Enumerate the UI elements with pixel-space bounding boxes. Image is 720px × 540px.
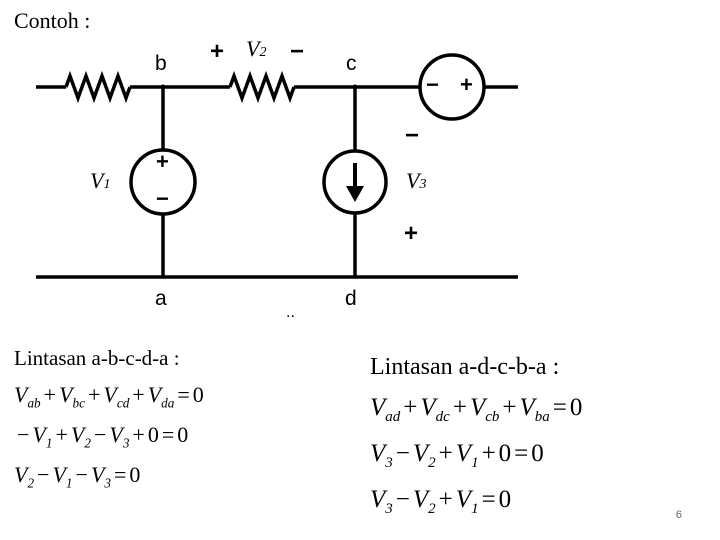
source-right <box>418 53 486 121</box>
variable: Vba <box>519 394 550 425</box>
loop-adcba-equation-1: Vad+Vdc+Vcb+Vba=0 <box>370 385 710 431</box>
operator: + <box>55 422 68 447</box>
v3-label: V3 <box>406 168 427 193</box>
variable: V2 <box>14 462 35 491</box>
operator: = <box>552 394 567 421</box>
v3-minus-sign: − <box>405 122 420 149</box>
right-source-minus-sign: − <box>426 72 439 97</box>
node-dot-b <box>160 84 166 90</box>
v1-plus-sign: + <box>156 149 169 174</box>
variable: V1 <box>455 440 479 471</box>
variable: V3 <box>370 486 393 517</box>
number: 0 <box>147 422 159 447</box>
operator: + <box>438 486 453 513</box>
operator: + <box>403 394 418 421</box>
variable: Vdc <box>420 394 450 425</box>
page-number: 6 <box>675 509 682 521</box>
variable: Vda <box>147 382 175 411</box>
operator: + <box>452 394 467 421</box>
loop-adcba-equation-3: V3−V2+V1=0 <box>370 477 710 523</box>
node-label-c: c <box>346 52 357 75</box>
variable: V1 <box>52 462 73 491</box>
variable: V2 <box>412 486 436 517</box>
operator: + <box>132 382 145 407</box>
operator: − <box>395 486 410 513</box>
loop-abcda-equation-2: −V1+V2−V3+0=0 <box>14 415 334 455</box>
variable: Vbc <box>59 382 85 411</box>
operator: − <box>93 422 107 447</box>
operator: + <box>43 382 57 407</box>
variable: Vad <box>370 394 401 425</box>
current-arrow-head <box>346 186 364 202</box>
node-label-b: b <box>155 52 167 75</box>
v1-label: V1 <box>90 168 111 193</box>
loop-adcba-heading: Lintasan a-d-c-b-a : <box>370 354 560 380</box>
node-label-a: a <box>155 287 167 310</box>
loop-adcba-equation-2: V3−V2+V1+0=0 <box>370 431 710 477</box>
variable: Vab <box>14 382 41 411</box>
operator: + <box>438 440 453 467</box>
operator: = <box>177 382 190 407</box>
operator: − <box>17 422 30 447</box>
v2-minus-sign: − <box>290 38 305 65</box>
variable: V3 <box>109 422 130 451</box>
variable: V3 <box>90 462 111 491</box>
variable: Vcd <box>103 382 130 411</box>
number: 0 <box>498 486 512 513</box>
number: 0 <box>192 382 204 407</box>
v2-plus-sign: + <box>210 38 225 65</box>
resistor-left <box>64 70 132 104</box>
variable: V1 <box>455 486 479 517</box>
loop-abcda-equation-1: Vab+Vbc+Vcd+Vda=0 <box>14 375 334 415</box>
operator: = <box>514 440 529 467</box>
variable: V1 <box>32 422 53 451</box>
right-source-plus-sign: + <box>460 72 473 97</box>
loop-abcda: Lintasan a-b-c-d-a : Vab+Vbc+Vcd+Vda=0−V… <box>14 346 334 495</box>
operator: − <box>395 440 410 467</box>
operator: − <box>37 462 50 487</box>
operator: + <box>481 440 496 467</box>
operator: + <box>502 394 517 421</box>
v2-label: V2 <box>246 36 267 61</box>
resistor-v2 <box>228 70 296 104</box>
number: 0 <box>569 394 583 421</box>
number: 0 <box>129 462 141 487</box>
number: 0 <box>177 422 189 447</box>
loop-abcda-equation-3: V2−V1−V3=0 <box>14 455 334 495</box>
number: 0 <box>531 440 544 467</box>
operator: + <box>132 422 145 447</box>
operator: + <box>87 382 101 407</box>
v3-plus-sign: + <box>404 220 419 247</box>
v1-minus-sign: − <box>156 186 169 211</box>
variable: V3 <box>370 440 393 471</box>
operator: = <box>481 486 496 513</box>
operator: = <box>161 422 175 447</box>
stray-dots: .. <box>286 304 295 321</box>
variable: V2 <box>70 422 91 451</box>
circuit-diagram <box>36 53 518 279</box>
variable: Vcb <box>469 394 500 425</box>
node-dot-c <box>352 84 358 90</box>
loop-abcda-heading: Lintasan a-b-c-d-a : <box>14 346 180 370</box>
number: 0 <box>498 440 512 467</box>
operator: − <box>75 462 88 487</box>
node-label-d: d <box>345 287 357 310</box>
slide-title: Contoh : <box>14 8 91 33</box>
variable: V2 <box>412 440 436 471</box>
operator: = <box>113 462 127 487</box>
